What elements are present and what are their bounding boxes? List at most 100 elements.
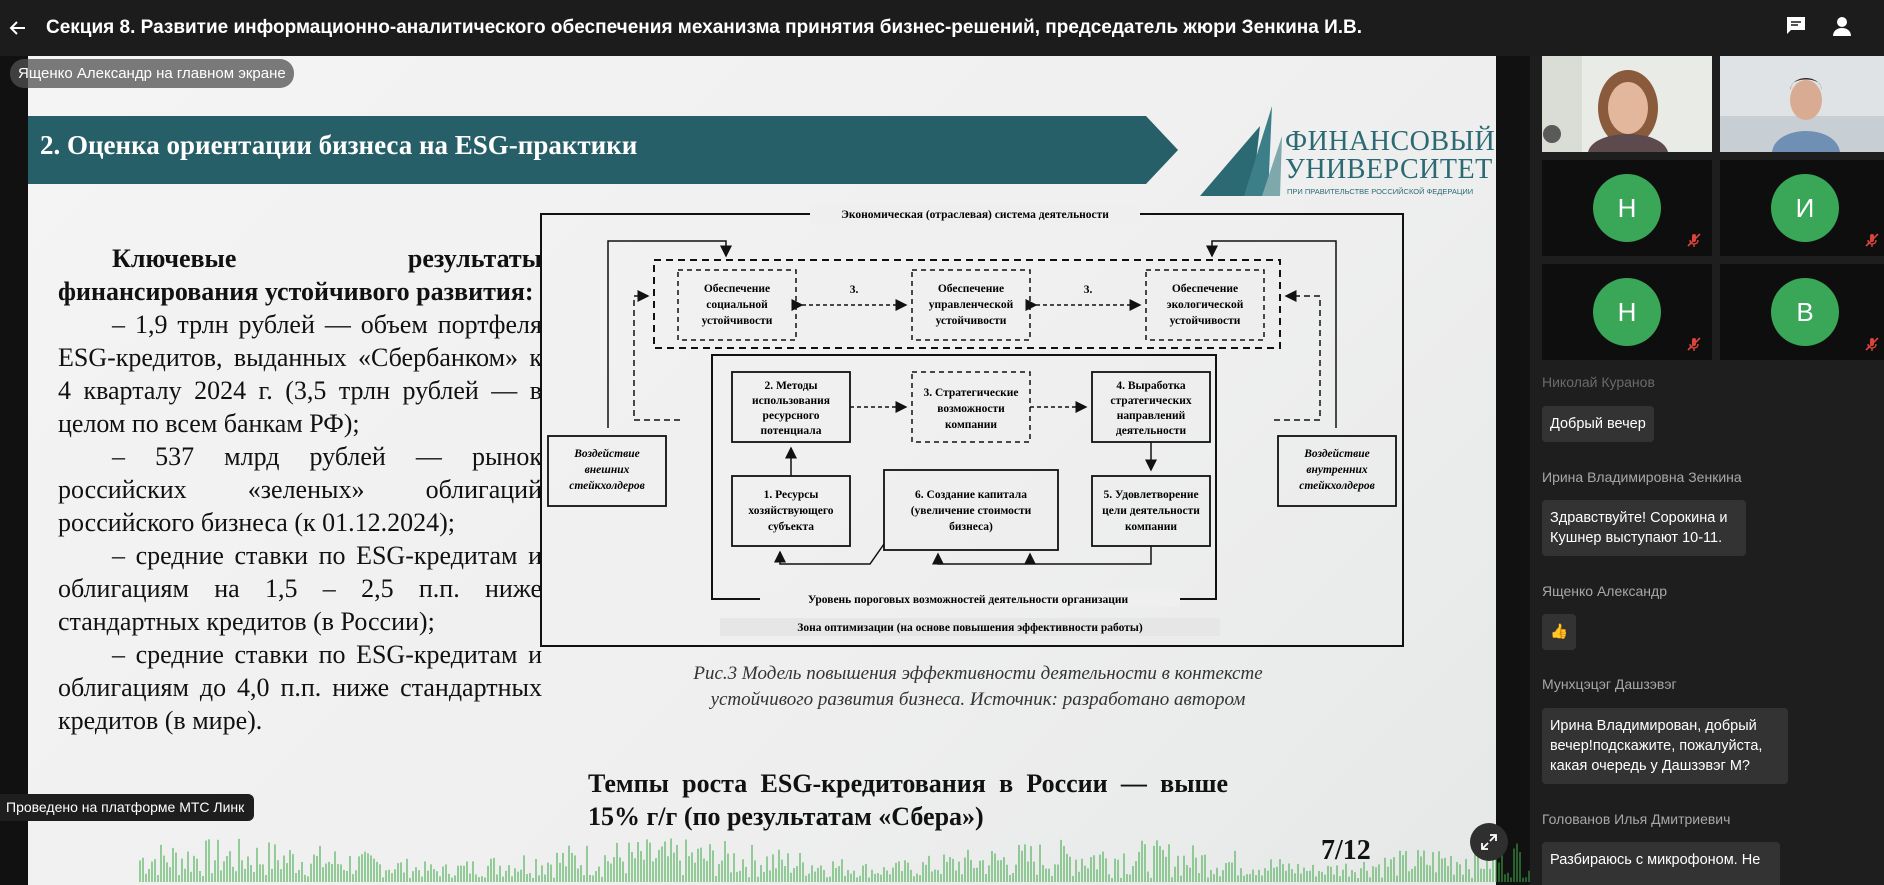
chat-message: 👍 [1542,614,1577,650]
presentation-slide: 2. Оценка ориентации бизнеса на ESG-прак… [28,56,1496,885]
participant-video-frame [1720,56,1884,152]
key-results-heading: Ключевые результаты финансирования устой… [58,244,542,306]
ext-right-line: Воздействие [1303,447,1370,460]
ext-right-line: стейкхолдеров [1299,479,1375,492]
key-result-item: – средние ставки по ESG-кредитам и облиг… [58,541,542,636]
top3-line: экологической [1167,299,1244,311]
m2-line: компании [945,419,997,431]
participant-tile[interactable]: Н [1542,160,1712,256]
chat-button[interactable] [1782,12,1810,40]
zone-label: Зона оптимизации (на основе повышения эф… [797,622,1143,634]
key-result-item: – 537 млрд рублей — рынок российских «зе… [58,442,542,537]
logo-mark-icon [1200,106,1282,196]
participant-tile[interactable]: И [1720,160,1884,256]
b1-line: 1. Ресурсы [764,489,819,501]
slide-heading: 2. Оценка ориентации бизнеса на ESG-прак… [40,130,638,160]
expand-icon [1481,834,1497,850]
main-stage: Ященко Александр на главном экране 2. Оц… [0,56,1530,885]
back-button[interactable] [4,14,32,42]
m3-line: 4. Выработка [1116,380,1186,392]
mic-muted-icon [1687,233,1701,247]
b2-line: бизнеса) [949,521,993,533]
platform-label: Проведено на платформе МТС Линк [0,794,255,821]
m1-line: ресурсного [763,410,820,422]
m2-line: 3. Стратегические [923,387,1018,399]
participant-video[interactable] [1720,56,1884,152]
chat-author: Николай Куранов [1542,374,1655,390]
key-result-item: – средние ставки по ESG-кредитам и облиг… [58,640,542,735]
mic-muted-icon [1865,233,1879,247]
top3-line: Обеспечение [1172,283,1238,295]
participant-video[interactable] [1542,56,1712,152]
chat-author: Ирина Владимировна Зенкина [1542,469,1742,485]
avatar: И [1771,174,1839,242]
link-label: 3. [850,284,859,296]
m1-line: 2. Методы [764,380,817,392]
participant-video-frame [1542,56,1712,152]
avatar: В [1771,278,1839,346]
participant-tile[interactable]: Н [1542,264,1712,360]
chat-icon [1787,17,1805,34]
avatar: Н [1593,174,1661,242]
b1-line: субъекта [768,521,814,533]
figure-caption: Рис.3 Модель повышения эффективности дея… [578,661,1378,713]
sidebar: Н И Н В Николай Куранов Добрый вечер Ири… [1530,56,1884,885]
logo-line1: ФИНАНСОВЫЙ [1285,126,1496,157]
ext-right-line: внутренних [1306,464,1368,476]
logo-line3: ПРИ ПРАВИТЕЛЬСТВЕ РОССИЙСКОЙ ФЕДЕРАЦИИ [1287,187,1474,196]
growth-statement: Темпы роста ESG-кредитования в России — … [588,769,1228,831]
slide-heading-banner: 2. Оценка ориентации бизнеса на ESG-прак… [28,116,1178,184]
chat-message: Ирина Владимирован, добрый вечер!подскаж… [1542,708,1788,784]
level-label: Уровень пороговых возможностей деятельно… [808,594,1129,606]
chat-message: Добрый вечер [1542,406,1654,442]
caption-line: устойчивого развития бизнеса. Источник: … [710,689,1246,710]
key-results-text: Ключевые результаты финансирования устой… [58,242,542,737]
top2-line: устойчивости [936,315,1007,327]
fullscreen-button[interactable] [1470,823,1508,861]
top1-line: Обеспечение [704,283,770,295]
b1-line: хозяйствующего [748,505,833,517]
link-label: 3. [1084,284,1093,296]
m2-line: возможности [937,403,1005,415]
chat-author: Голованов Илья Дмитриевич [1542,811,1731,827]
m1-line: использования [752,395,830,407]
chat-message: Здравствуйте! Сорокина и Кушнер выступаю… [1542,500,1746,556]
b2-line: 6. Создание капитала [915,489,1027,501]
person-icon [1833,17,1851,36]
key-result-item: – 1,9 трлн рублей — объем портфеля ESG-к… [58,310,542,438]
mic-muted-icon [1865,337,1879,351]
university-logo: ФИНАНСОВЫЙ УНИВЕРСИТЕТ ПРИ ПРАВИТЕЛЬСТВЕ… [1200,106,1495,206]
top-bar: Секция 8. Развитие информационно-аналити… [0,0,1884,56]
b3-line: цели деятельности [1102,505,1200,517]
top2-line: Обеспечение [938,283,1004,295]
slide-page-number: 7/12 [1321,835,1371,866]
page-title: Секция 8. Развитие информационно-аналити… [46,17,1363,38]
presenter-label: Ященко Александр на главном экране [10,59,294,88]
outer-system-label: Экономическая (отраслевая) система деяте… [841,209,1109,221]
top1-line: социальной [706,299,768,311]
b3-line: 5. Удовлетворение [1103,489,1198,501]
ext-left-line: стейкхолдеров [569,479,645,492]
participants-button[interactable] [1828,12,1856,40]
top2-line: управленческой [929,299,1014,311]
logo-line2: УНИВЕРСИТЕТ [1285,154,1493,185]
participant-tile[interactable]: В [1720,264,1884,360]
ext-left-line: внешних [585,464,630,476]
audio-waveform [139,838,1530,882]
top3-line: устойчивости [1170,315,1241,327]
chat-author: Ященко Александр [1542,583,1667,599]
avatar: Н [1593,278,1661,346]
chat-author: Мунхцэцэг Дашзэвэг [1542,676,1677,692]
m3-line: стратегических [1110,395,1191,407]
chat-message: Разбираюсь с микрофоном. Не [1542,842,1780,885]
arrow-left-icon [9,21,25,35]
m3-line: деятельности [1116,425,1187,437]
b3-line: компании [1125,521,1177,533]
b2-line: (увеличение стоимости [911,505,1032,517]
caption-line: Рис.3 Модель повышения эффективности дея… [693,663,1263,684]
mic-muted-icon [1687,337,1701,351]
m1-line: потенциала [761,425,822,437]
m3-line: направлений [1117,410,1186,422]
efficiency-model-diagram: Экономическая (отраслевая) система деяте… [540,205,1404,647]
ext-left-line: Воздействие [573,447,640,460]
